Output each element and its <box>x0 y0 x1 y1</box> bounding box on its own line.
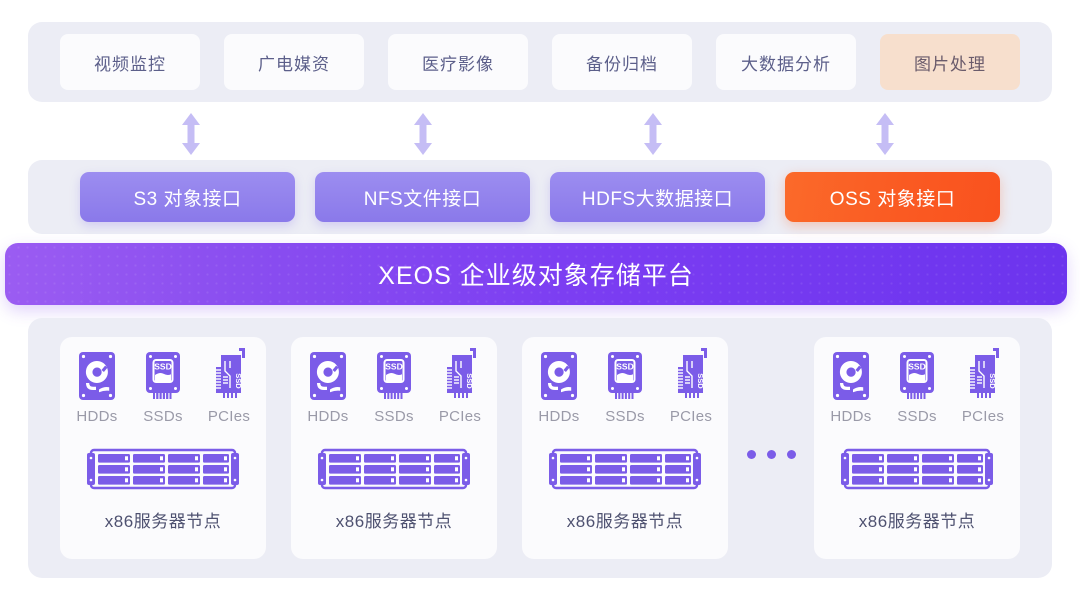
hard-disk-drive-icon <box>833 352 869 400</box>
svg-text:SSD: SSD <box>696 373 705 389</box>
pcie-card-icon: SSD <box>216 348 245 398</box>
hard-disk-drive-icon <box>79 352 115 400</box>
server-node-card[interactable]: HDDs SSD <box>291 337 497 559</box>
interface-box-nfs[interactable]: NFS文件接口 <box>315 172 530 222</box>
application-scenarios-row: 视频监控 广电媒资 医疗影像 备份归档 大数据分析 图片处理 <box>28 22 1052 102</box>
solid-state-drive-icon: SSD <box>900 352 934 399</box>
drive-label: HDDs <box>307 408 349 425</box>
drive-item-hdd: HDDs <box>74 351 120 425</box>
drive-icon-group: HDDs SSD <box>305 348 483 425</box>
svg-text:SSD: SSD <box>154 362 171 372</box>
rack-server-icon-wrap <box>316 445 472 493</box>
interface-box-s3[interactable]: S3 对象接口 <box>80 172 295 222</box>
svg-text:SSD: SSD <box>465 373 474 389</box>
scenario-label: 大数据分析 <box>741 54 831 74</box>
server-node-card[interactable]: HDDs SSD <box>814 337 1020 559</box>
drive-item-pcie: SSD PCIes <box>960 347 1006 425</box>
ellipsis-dot <box>766 449 776 459</box>
drive-item-ssd: SSD SSDs <box>894 351 940 425</box>
scenario-label: 图片处理 <box>914 54 986 74</box>
drive-item-ssd: SSD SSDs <box>371 351 417 425</box>
hard-disk-drive-icon <box>541 352 577 400</box>
interface-label: NFS文件接口 <box>363 188 482 210</box>
ellipsis-dot <box>786 449 796 459</box>
svg-text:SSD: SSD <box>908 362 925 372</box>
rack-server-icon <box>318 448 470 490</box>
scenario-label: 医疗影像 <box>422 54 494 74</box>
drive-label: PCIes <box>669 408 713 425</box>
scenario-card-backup-archive[interactable]: 备份归档 <box>552 34 692 90</box>
drive-item-hdd: HDDs <box>305 351 351 425</box>
server-node-card[interactable]: HDDs SSD <box>60 337 266 559</box>
platform-title: XEOS 企业级对象存储平台 <box>378 262 694 290</box>
pcie-card-icon: SSD <box>678 348 707 398</box>
node-label: x86服务器节点 <box>566 512 684 531</box>
rack-server-icon <box>549 448 701 490</box>
drive-item-pcie: SSD PCIes <box>437 347 483 425</box>
rack-server-icon-wrap <box>547 445 703 493</box>
nodes-ellipsis <box>728 449 814 459</box>
drive-label: PCIes <box>438 408 482 425</box>
hard-disk-drive-icon <box>310 352 346 400</box>
drive-label: PCIes <box>961 408 1005 425</box>
drive-item-pcie: SSD PCIes <box>668 347 714 425</box>
pcie-card-icon: SSD <box>970 348 999 398</box>
rack-server-icon <box>87 448 239 490</box>
interface-box-oss[interactable]: OSS 对象接口 <box>785 172 1000 222</box>
interface-box-hdfs[interactable]: HDFS大数据接口 <box>550 172 765 222</box>
drive-item-pcie: SSD PCIes <box>206 347 252 425</box>
drive-item-ssd: SSD SSDs <box>602 351 648 425</box>
svg-text:SSD: SSD <box>988 373 997 389</box>
scenario-card-medical-imaging[interactable]: 医疗影像 <box>388 34 528 90</box>
double-arrow-vertical-icon <box>180 112 202 156</box>
solid-state-drive-icon: SSD <box>377 352 411 399</box>
storage-interfaces-row: S3 对象接口 NFS文件接口 HDFS大数据接口 OSS 对象接口 <box>28 160 1052 234</box>
drive-icon-group: HDDs SSD <box>536 348 714 425</box>
server-nodes-row: HDDs SSD <box>28 318 1052 578</box>
drive-label: PCIes <box>207 408 251 425</box>
drive-label: HDDs <box>830 408 872 425</box>
drive-icon-group: HDDs SSD <box>74 348 252 425</box>
ellipsis-dot <box>746 449 756 459</box>
drive-label: SSDs <box>374 408 414 425</box>
node-label: x86服务器节点 <box>104 512 222 531</box>
platform-bar[interactable]: XEOS 企业级对象存储平台 <box>5 243 1067 305</box>
double-arrow-vertical-icon <box>874 112 896 156</box>
scenario-label: 广电媒资 <box>258 54 330 74</box>
drive-label: HDDs <box>76 408 118 425</box>
pcie-card-icon: SSD <box>447 348 476 398</box>
interface-label: S3 对象接口 <box>133 188 242 210</box>
drive-item-hdd: HDDs <box>536 351 582 425</box>
scenario-label: 视频监控 <box>94 54 166 74</box>
drive-label: HDDs <box>538 408 580 425</box>
drive-icon-group: HDDs SSD <box>828 348 1006 425</box>
drive-item-hdd: HDDs <box>828 351 874 425</box>
solid-state-drive-icon: SSD <box>608 352 642 399</box>
rack-server-icon <box>841 448 993 490</box>
drive-label: SSDs <box>605 408 645 425</box>
solid-state-drive-icon: SSD <box>146 352 180 399</box>
svg-text:SSD: SSD <box>385 362 402 372</box>
server-node-card[interactable]: HDDs SSD <box>522 337 728 559</box>
interface-label: HDFS大数据接口 <box>581 188 734 210</box>
rack-server-icon-wrap <box>85 445 241 493</box>
node-label: x86服务器节点 <box>858 512 976 531</box>
scenario-card-image-processing[interactable]: 图片处理 <box>880 34 1020 90</box>
scenario-card-big-data-analytics[interactable]: 大数据分析 <box>716 34 856 90</box>
double-arrow-vertical-icon <box>412 112 434 156</box>
svg-text:SSD: SSD <box>616 362 633 372</box>
scenario-card-video-surveillance[interactable]: 视频监控 <box>60 34 200 90</box>
svg-text:SSD: SSD <box>234 373 243 389</box>
node-label: x86服务器节点 <box>335 512 453 531</box>
drive-label: SSDs <box>897 408 937 425</box>
scenario-label: 备份归档 <box>586 54 658 74</box>
double-arrow-vertical-icon <box>642 112 664 156</box>
rack-server-icon-wrap <box>839 445 995 493</box>
drive-item-ssd: SSD <box>140 351 186 425</box>
drive-label: SSDs <box>143 408 183 425</box>
interface-label: OSS 对象接口 <box>829 188 956 210</box>
scenario-card-broadcast-media[interactable]: 广电媒资 <box>224 34 364 90</box>
